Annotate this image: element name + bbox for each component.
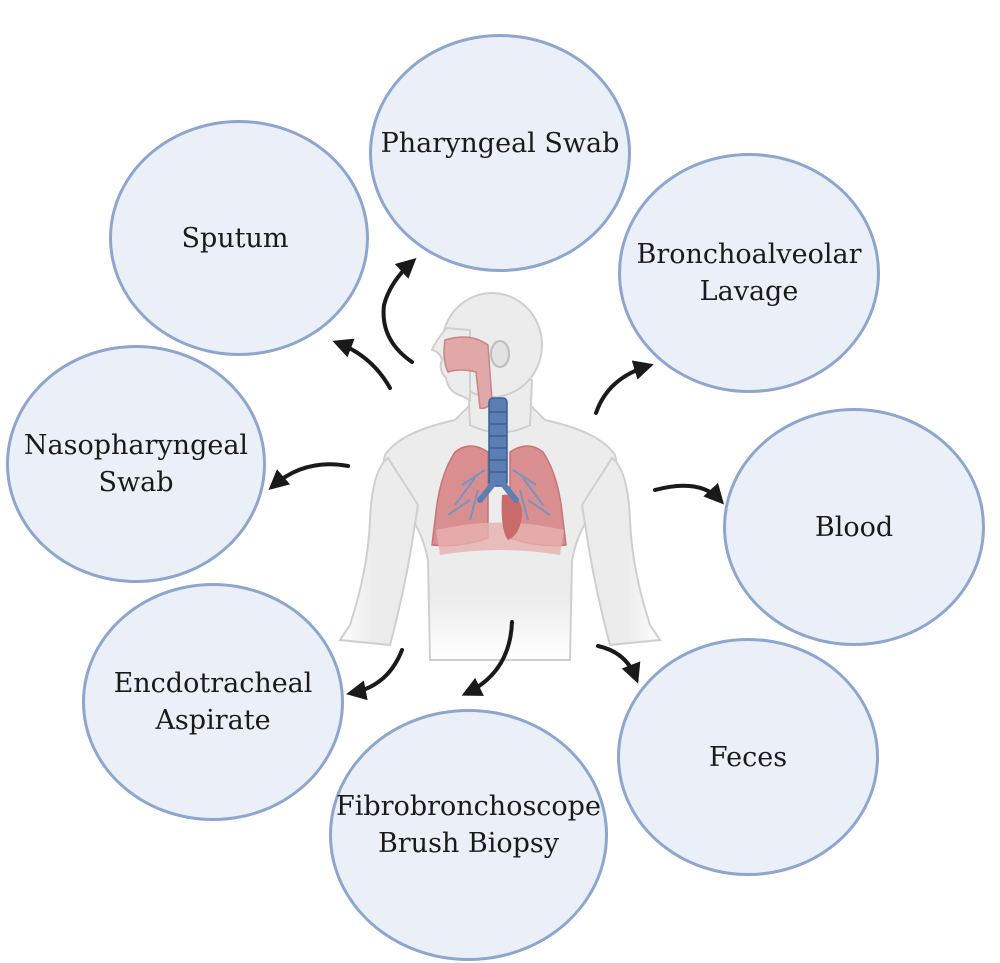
- node-label-pharyngeal-swab: Pharyngeal Swab: [380, 127, 620, 159]
- node-fibrobronchoscope-brush-biopsy: Fibrobronchoscope Brush Biopsy: [329, 709, 608, 961]
- arrow-to-blood: [653, 482, 725, 505]
- arrow-to-fibrobronchoscope-brush-biopsy: [461, 620, 514, 696]
- node-label-fibrobronchoscope-brush-biopsy: Fibrobronchoscope Brush Biopsy: [336, 791, 601, 859]
- node-label-blood: Blood: [814, 511, 894, 543]
- node-endotracheal-aspirate: Encdotracheal Aspirate: [82, 583, 344, 821]
- node-feces: Feces: [617, 638, 879, 876]
- lungs-icon: [431, 445, 567, 555]
- arrow-to-endotracheal-aspirate: [346, 648, 404, 701]
- trachea-icon: [477, 397, 519, 503]
- node-nasopharyngeal-swab: Nasopharyngeal Swab: [6, 345, 266, 583]
- node-label-feces: Feces: [708, 741, 788, 773]
- node-label-endotracheal-aspirate: Encdotracheal Aspirate: [113, 668, 313, 736]
- arrow-to-bronchoalveolar-lavage: [594, 360, 654, 415]
- airway-cavity-icon: [443, 336, 493, 410]
- node-bronchoalveolar-lavage: Bronchoalveolar Lavage: [618, 153, 880, 393]
- node-blood: Blood: [723, 408, 985, 646]
- node-label-bronchoalveolar-lavage: Bronchoalveolar Lavage: [636, 239, 862, 307]
- arrow-to-nasopharyngeal-swab: [268, 462, 350, 490]
- arrow-to-pharyngeal-swab: [381, 257, 417, 364]
- node-label-nasopharyngeal-swab: Nasopharyngeal Swab: [23, 430, 249, 498]
- node-label-sputum: Sputum: [181, 222, 289, 254]
- node-sputum: Sputum: [109, 120, 369, 356]
- node-pharyngeal-swab: Pharyngeal Swab: [369, 34, 631, 272]
- arrow-to-feces: [596, 644, 641, 684]
- arrow-to-sputum: [332, 338, 392, 390]
